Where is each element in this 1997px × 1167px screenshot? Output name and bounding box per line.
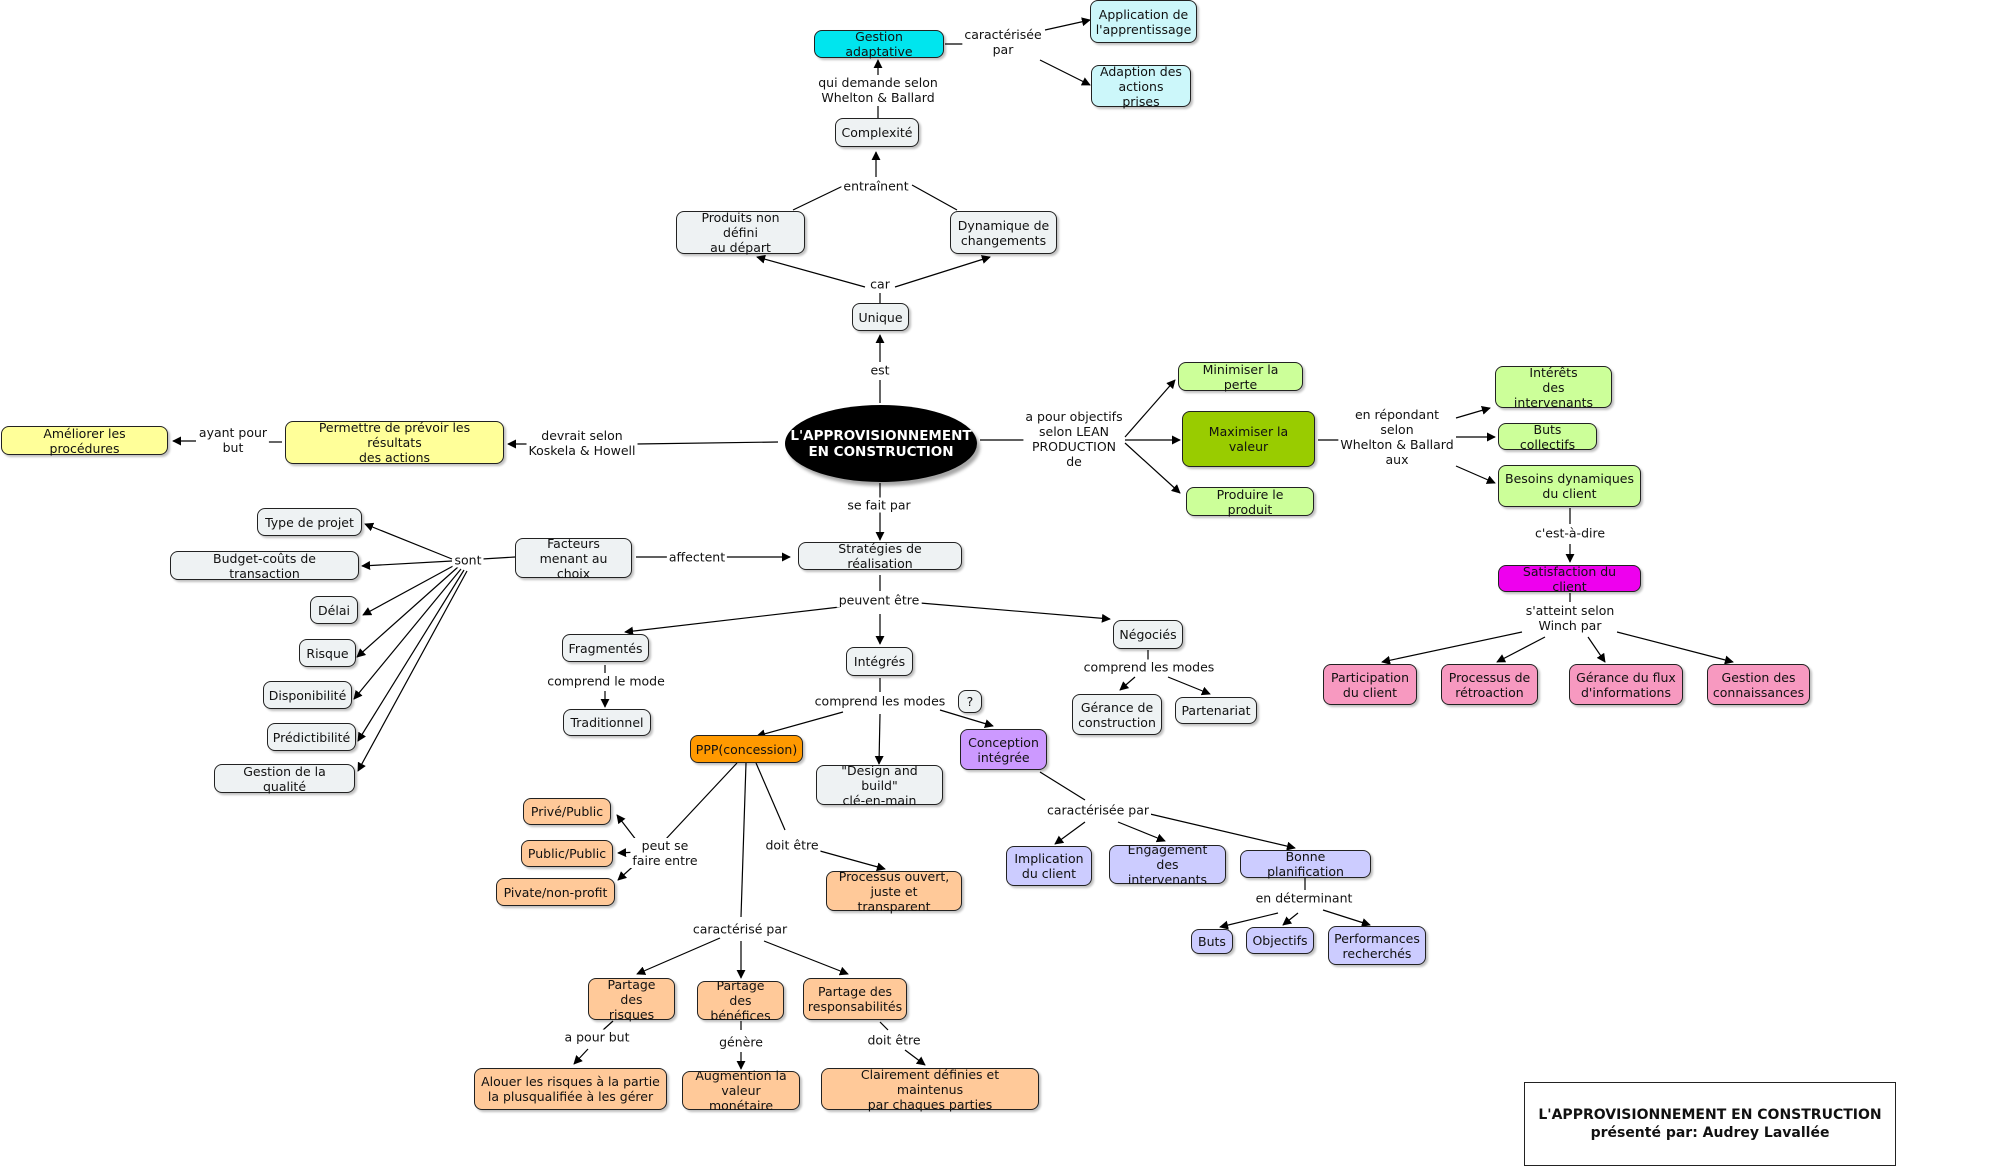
node-application-apprentissage[interactable]: Application de l'apprentissage: [1090, 0, 1197, 43]
node-prive-public[interactable]: Privé/Public: [523, 798, 611, 825]
node-facteurs[interactable]: Facteurs menant au choix: [515, 536, 632, 581]
node-risque[interactable]: Risque: [299, 639, 356, 667]
link-ayant-pour-but: ayant pour but: [196, 425, 270, 455]
node-disponibilite[interactable]: Disponibilité: [263, 681, 352, 709]
link-comprend-les-modes-negocies: comprend les modes: [1081, 659, 1217, 675]
title-line-1: L'APPROVISIONNEMENT EN CONSTRUCTION: [1538, 1106, 1882, 1123]
link-devrait-selon: devrait selon Koskela & Howell: [526, 428, 638, 458]
link-en-repondant: en répondant selon Whelton & Ballard aux: [1338, 407, 1456, 467]
node-complexite[interactable]: Complexité: [835, 118, 919, 147]
node-partage-responsabilites[interactable]: Partage des responsabilités: [803, 978, 907, 1020]
node-ameliorer-procedures[interactable]: Améliorer les procédures: [1, 426, 168, 456]
node-question[interactable]: ?: [958, 690, 982, 713]
link-satteint-selon: s'atteint selon Winch par: [1523, 603, 1617, 633]
node-gerance-construction[interactable]: Gérance de construction: [1072, 694, 1162, 735]
node-objectifs[interactable]: Objectifs: [1246, 927, 1314, 954]
link-en-determinant: en déterminant: [1253, 890, 1355, 906]
link-entrainent: entraînent: [841, 178, 911, 194]
node-gestion-adaptative[interactable]: Gestion adaptative: [814, 29, 944, 59]
node-partage-benefices[interactable]: Partage des bénéfices: [697, 978, 784, 1023]
title-box: L'APPROVISIONNEMENT EN CONSTRUCTION prés…: [1524, 1082, 1896, 1166]
link-peuvent-etre: peuvent être: [836, 592, 922, 608]
node-minimiser-perte[interactable]: Minimiser la perte: [1178, 362, 1303, 392]
node-budget[interactable]: Budget-coûts de transaction: [170, 551, 359, 581]
node-interets-intervenants[interactable]: Intérêts des intervenants: [1495, 365, 1612, 410]
node-strategies[interactable]: Stratégies de réalisation: [798, 541, 962, 571]
link-cest-a-dire: c'est-à-dire: [1532, 525, 1608, 541]
node-clairement-definies[interactable]: Clairement définies et maintenus par cha…: [821, 1067, 1039, 1112]
node-partage-risques[interactable]: Partage des risques: [588, 977, 675, 1022]
node-bonne-planification[interactable]: Bonne planification: [1240, 849, 1371, 879]
node-buts-collectifs[interactable]: Buts collectifs: [1498, 422, 1597, 452]
node-implication-client[interactable]: Implication du client: [1006, 846, 1092, 886]
title-line-2: présenté par: Audrey Lavallée: [1590, 1125, 1830, 1141]
link-affectent: affectent: [666, 549, 728, 565]
node-traditionnel[interactable]: Traditionnel: [563, 709, 651, 736]
node-design-build[interactable]: "Design and build" clé-en-main: [816, 763, 943, 808]
node-gestion-connaissances[interactable]: Gestion des connaissances: [1707, 664, 1810, 705]
link-a-pour-but: a pour but: [562, 1029, 632, 1045]
node-produire-produit[interactable]: Produire le produit: [1186, 487, 1314, 517]
node-alouer-risques[interactable]: Alouer les risques à la partie la plusqu…: [474, 1068, 667, 1110]
node-negocies[interactable]: Négociés: [1113, 620, 1183, 649]
node-delai[interactable]: Délai: [310, 596, 358, 624]
node-gestion-qualite[interactable]: Gestion de la qualité: [214, 764, 355, 794]
link-car: car: [868, 276, 892, 292]
node-processus-ouvert[interactable]: Processus ouvert, juste et transparent: [826, 869, 962, 914]
node-satisfaction-client[interactable]: Satisfaction du client: [1498, 564, 1641, 594]
link-doit-etre-2: doit être: [865, 1032, 923, 1048]
node-partenariat[interactable]: Partenariat: [1175, 697, 1257, 724]
link-caracterise-par: caractérisé par: [690, 921, 790, 937]
node-unique[interactable]: Unique: [852, 303, 909, 331]
node-public-public[interactable]: Public/Public: [521, 840, 613, 867]
node-besoins-dynamiques[interactable]: Besoins dynamiques du client: [1498, 465, 1641, 507]
link-est: est: [868, 362, 892, 378]
link-comprend-les-modes-integres: comprend les modes: [812, 693, 948, 709]
node-integres[interactable]: Intégrés: [846, 647, 913, 676]
link-caracterisee-par-2: caractérisée par: [1044, 802, 1152, 818]
node-maximiser-valeur[interactable]: Maximiser la valeur: [1182, 411, 1315, 467]
node-ppp-concession[interactable]: PPP(concession): [690, 735, 803, 763]
link-comprend-le-mode: comprend le mode: [545, 673, 667, 689]
node-dynamique-changements[interactable]: Dynamique de changements: [950, 211, 1057, 254]
node-performances[interactable]: Performances recherchés: [1328, 926, 1426, 965]
link-a-pour-objectifs: a pour objectifs selon LEAN PRODUCTION d…: [1023, 409, 1125, 469]
node-permettre-prevoir[interactable]: Permettre de prévoir les résultats des a…: [285, 420, 504, 465]
link-genere: génère: [717, 1034, 765, 1050]
link-doit-etre: doit être: [763, 837, 821, 853]
link-sont: sont: [452, 552, 484, 568]
node-gerance-flux[interactable]: Gérance du flux d'informations: [1569, 664, 1683, 705]
node-adaption-actions[interactable]: Adaption des actions prises: [1091, 64, 1191, 109]
link-se-fait-par: se fait par: [845, 497, 913, 513]
node-pivate-non-profit[interactable]: Pivate/non-profit: [496, 878, 615, 906]
node-participation-client[interactable]: Participation du client: [1323, 664, 1417, 705]
node-type-projet[interactable]: Type de projet: [257, 508, 362, 536]
node-fragmentes[interactable]: Fragmentés: [562, 634, 649, 662]
central-topic[interactable]: L'APPROVISIONNEMENT EN CONSTRUCTION: [785, 405, 977, 482]
node-processus-retroaction[interactable]: Processus de rétroaction: [1441, 664, 1538, 705]
node-predictibilite[interactable]: Prédictibilité: [267, 723, 356, 751]
node-engagement-intervenants[interactable]: Engagement des intervenants: [1109, 842, 1226, 887]
node-produits-non-defini[interactable]: Produits non défini au départ: [676, 210, 805, 255]
link-peut-se-faire: peut se faire entre: [630, 838, 700, 868]
node-augmention-valeur[interactable]: Augmention la valeur monétaire: [682, 1068, 800, 1113]
node-buts[interactable]: Buts: [1191, 929, 1233, 954]
link-caracterisee-par: caractérisée par: [962, 27, 1044, 57]
node-conception-integree[interactable]: Conception intégrée: [960, 729, 1047, 770]
link-qui-demande: qui demande selon Whelton & Ballard: [816, 75, 940, 105]
